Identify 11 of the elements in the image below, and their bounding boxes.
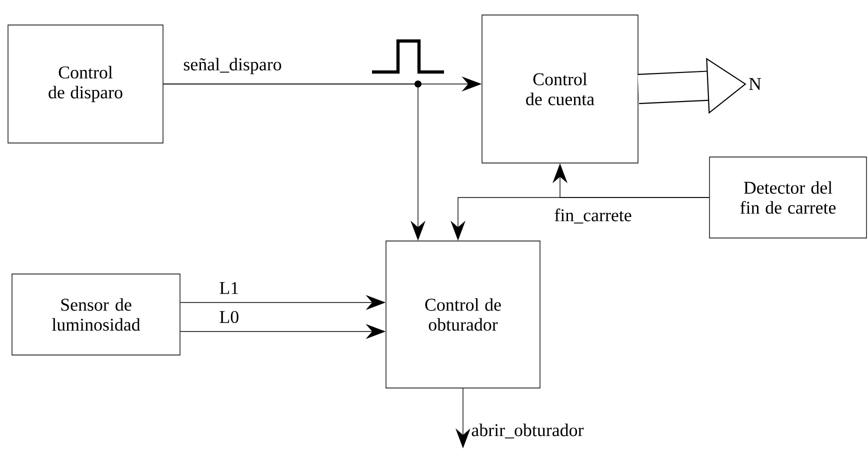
process-box: Control de obturador [386, 240, 540, 388]
output-label: N [749, 78, 762, 90]
edge-label: L0 [218, 310, 240, 324]
edge-label: L1 [218, 281, 240, 295]
process-box: Detector del fin de carrete [709, 156, 867, 238]
process-box: Sensor de luminosidad [12, 274, 180, 356]
edge-label: señal_disparo [182, 56, 283, 76]
edge-label: abrir_obturador [470, 422, 585, 440]
edge-label: fin_carrete [553, 208, 633, 224]
process-box: Control de cuenta [482, 14, 638, 164]
process-box: Control de disparo [8, 24, 164, 144]
